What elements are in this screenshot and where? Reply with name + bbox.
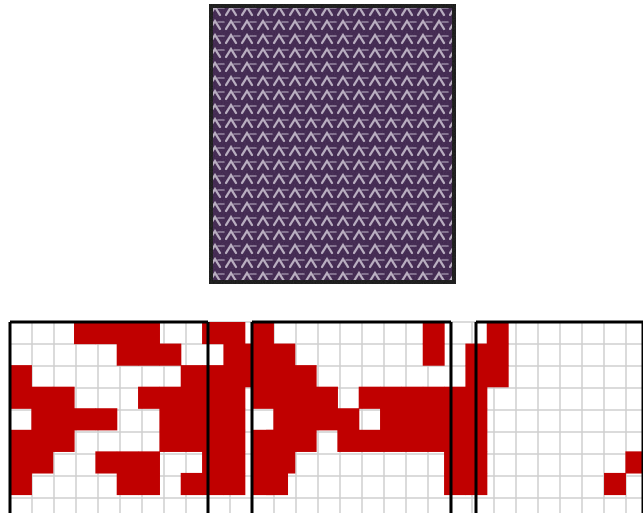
draft-cell-filled (74, 322, 96, 344)
draft-cell-filled (252, 387, 274, 409)
draft-cell-filled (487, 365, 509, 387)
draft-cell-filled (223, 408, 245, 430)
draft-cell-filled (359, 430, 381, 452)
draft-cell-filled (380, 430, 402, 452)
draft-cell-filled (138, 387, 160, 409)
draft-cell-filled (273, 387, 295, 409)
draft-cell-filled (444, 408, 466, 430)
draft-cell-filled (31, 430, 53, 452)
draft-cell-filled (202, 430, 224, 452)
draft-cell-filled (223, 473, 245, 495)
draft-cell-filled (31, 451, 53, 473)
draft-cell-filled (159, 387, 181, 409)
draft-cell-filled (316, 408, 338, 430)
draft-cell-filled (10, 387, 32, 409)
draft-cell-filled (295, 365, 317, 387)
draft-cell-filled (295, 430, 317, 452)
draft-cell-filled (423, 408, 445, 430)
draft-cell-filled (202, 408, 224, 430)
draft-cell-filled (95, 408, 117, 430)
draft-cell-filled (295, 387, 317, 409)
draft-cell-filled (181, 365, 203, 387)
draft-cell-filled (53, 430, 75, 452)
draft-cell-filled (423, 344, 445, 366)
draft-cell-filled (202, 451, 224, 473)
draft-cell-filled (202, 322, 224, 344)
draft-cell-filled (181, 430, 203, 452)
draft-cell-filled (74, 408, 96, 430)
draft-cell-filled (423, 322, 445, 344)
draft-cell-filled (117, 473, 139, 495)
draft-cell-filled (159, 430, 181, 452)
draft-cell-filled (316, 387, 338, 409)
draft-cell-filled (252, 473, 274, 495)
draft-cell-filled (273, 430, 295, 452)
draft-cell-filled (380, 408, 402, 430)
draft-cell-filled (273, 344, 295, 366)
draft-cell-filled (181, 473, 203, 495)
draft-cell-filled (159, 344, 181, 366)
draft-cell-filled (202, 387, 224, 409)
draft-cell-filled (252, 344, 274, 366)
draft-cell-filled (202, 365, 224, 387)
draft-cell-filled (401, 430, 423, 452)
draft-cell-filled (53, 387, 75, 409)
draft-cell-filled (138, 451, 160, 473)
draft-cell-filled (138, 344, 160, 366)
draft-cell-filled (295, 408, 317, 430)
draft-cell-filled (223, 430, 245, 452)
weave-draft-middle (252, 322, 509, 513)
draft-cell-filled (273, 451, 295, 473)
draft-cell-filled (423, 387, 445, 409)
draft-cell-filled (10, 430, 32, 452)
draft-cell-filled (401, 387, 423, 409)
weave-draft-left (10, 322, 288, 513)
draft-cell-filled (223, 387, 245, 409)
draft-cell-filled (117, 322, 139, 344)
draft-cell-filled (252, 430, 274, 452)
draft-cell-filled (10, 451, 32, 473)
draft-cell-filled (95, 322, 117, 344)
draft-cell-filled (138, 322, 160, 344)
draft-cell-filled (444, 430, 466, 452)
draft-cell-filled (273, 408, 295, 430)
draft-cell-filled (31, 387, 53, 409)
draft-cell-filled (10, 365, 32, 387)
draft-cell-filled (202, 473, 224, 495)
draft-cell-filled (181, 408, 203, 430)
draft-cell-filled (223, 451, 245, 473)
draft-cell-filled (380, 387, 402, 409)
draft-cell-filled (31, 408, 53, 430)
draft-cell-filled (444, 451, 466, 473)
draft-cell-filled (273, 365, 295, 387)
draft-cell-filled (223, 365, 245, 387)
draft-cell-filled (401, 408, 423, 430)
draft-cell-filled (444, 387, 466, 409)
draft-cell-filled (223, 322, 245, 344)
draft-cell-filled (223, 344, 245, 366)
draft-cell-filled (423, 430, 445, 452)
draft-cell-filled (181, 387, 203, 409)
draft-cell-filled (604, 473, 626, 495)
draft-cell-filled (359, 387, 381, 409)
draft-cell-filled (625, 451, 643, 473)
draft-cell-filled (337, 430, 359, 452)
draft-cell-filled (117, 451, 139, 473)
draft-cell-filled (138, 473, 160, 495)
draft-cell-filled (337, 408, 359, 430)
draft-cell-filled (159, 408, 181, 430)
draft-cell-filled (95, 451, 117, 473)
draft-cell-filled (252, 322, 274, 344)
draft-cell-filled (487, 322, 509, 344)
draft-cell-filled (487, 344, 509, 366)
draft-cell-filled (117, 344, 139, 366)
draft-cell-filled (444, 473, 466, 495)
draft-cell-filled (10, 473, 32, 495)
draft-cell-filled (252, 365, 274, 387)
draft-cell-filled (252, 451, 274, 473)
draft-cell-filled (53, 408, 75, 430)
